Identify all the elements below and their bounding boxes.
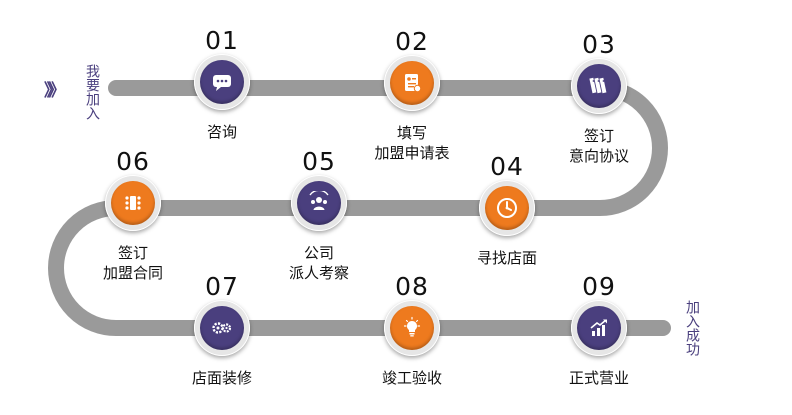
lightbulb-icon (390, 306, 434, 350)
step-number: 04 (490, 152, 524, 181)
step-label-line1: 签订 (583, 127, 614, 145)
step-number: 09 (582, 272, 616, 301)
step-number: 06 (116, 147, 150, 176)
step-label-line2: 加盟合同 (102, 264, 163, 282)
step-badge (571, 300, 627, 356)
step-label-line1: 公司 (303, 244, 334, 262)
binders-icon (577, 64, 621, 108)
step-label: 公司 派人考察 (249, 243, 389, 283)
step-label-line2: 意向协议 (568, 147, 629, 165)
step-badge (194, 300, 250, 356)
step-label: 填写 加盟申请表 (342, 123, 482, 163)
step-number: 02 (395, 27, 429, 56)
step-badge (105, 175, 161, 231)
start-arrows: 》》 (44, 81, 65, 101)
chat-bubble-icon (200, 60, 244, 104)
end-label: 加入成功 (684, 300, 700, 356)
step-label-line1: 寻找店面 (476, 249, 537, 267)
step-badge (291, 175, 347, 231)
step-label: 竣工验收 (342, 368, 482, 388)
step-label-line1: 正式营业 (568, 369, 629, 387)
compass-clock-icon (485, 186, 529, 230)
step-label: 签订 意向协议 (529, 126, 669, 166)
growth-chart-icon (577, 306, 621, 350)
step-label-line2: 派人考察 (288, 264, 349, 282)
meeting-table-icon (111, 181, 155, 225)
step-badge (479, 180, 535, 236)
step-number: 07 (205, 272, 239, 301)
step-badge (194, 54, 250, 110)
step-label: 咨询 (152, 122, 292, 142)
step-label-line2: 加盟申请表 (374, 144, 450, 162)
step-label: 正式营业 (529, 368, 669, 388)
application-form-icon (390, 61, 434, 105)
step-number: 01 (205, 26, 239, 55)
step-label: 店面装修 (152, 368, 292, 388)
step-label-line1: 填写 (396, 124, 427, 142)
step-label-line1: 店面装修 (191, 369, 252, 387)
track-path (48, 80, 671, 336)
gears-icon (200, 306, 244, 350)
start-label: 我要加入 (84, 64, 100, 120)
step-badge (384, 55, 440, 111)
step-label: 签订 加盟合同 (63, 243, 203, 283)
step-label: 寻找店面 (437, 248, 577, 268)
people-inspection-icon (297, 181, 341, 225)
step-number: 08 (395, 272, 429, 301)
step-label-line1: 咨询 (206, 123, 237, 141)
step-number: 03 (582, 30, 616, 59)
step-label-line1: 竣工验收 (381, 369, 442, 387)
step-number: 05 (302, 147, 336, 176)
step-label-line1: 签订 (117, 244, 148, 262)
step-badge (571, 58, 627, 114)
step-badge (384, 300, 440, 356)
